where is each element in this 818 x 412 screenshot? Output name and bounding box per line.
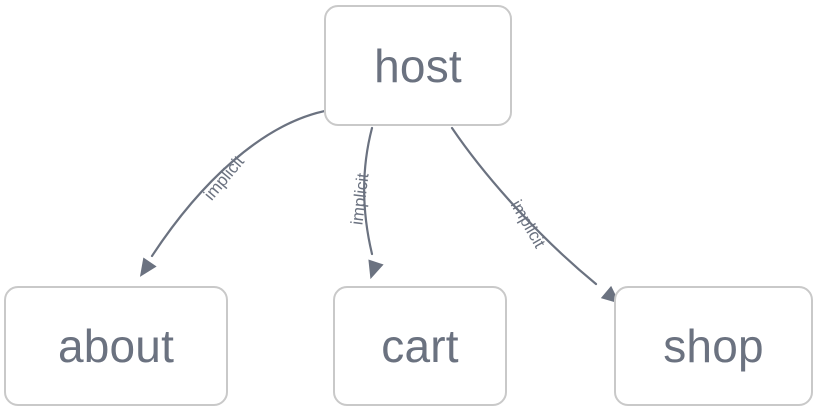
node-cart-label: cart <box>381 320 459 372</box>
node-about[interactable]: about <box>4 286 228 406</box>
edge-host-shop <box>450 126 598 286</box>
node-host-label: host <box>374 39 462 92</box>
edge-host-cart <box>363 126 374 256</box>
node-shop-label: shop <box>663 320 764 372</box>
arrowhead-host-cart <box>368 259 384 280</box>
edge-host-about <box>150 108 332 258</box>
node-about-label: about <box>57 320 175 372</box>
arrowhead-host-about <box>139 257 157 277</box>
node-cart[interactable]: cart <box>333 286 507 406</box>
node-shop[interactable]: shop <box>614 286 813 406</box>
node-host[interactable]: host <box>324 5 512 126</box>
